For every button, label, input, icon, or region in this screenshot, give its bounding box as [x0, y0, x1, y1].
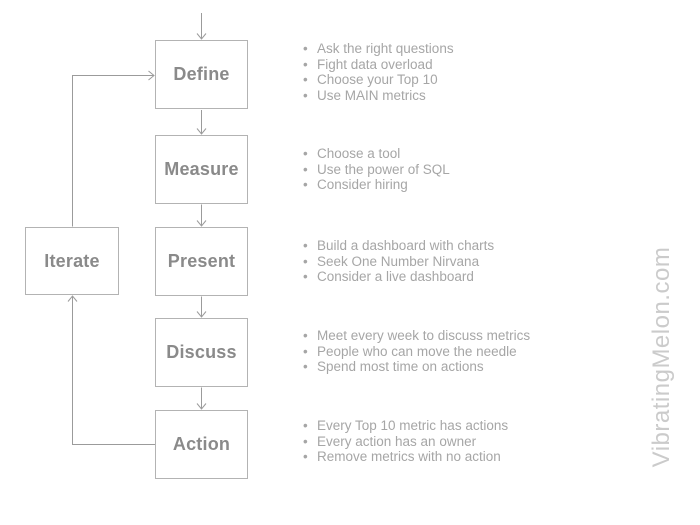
- bullet-text: Seek One Number Nirvana: [317, 253, 480, 269]
- bullet-icon: •: [303, 418, 308, 433]
- bullet-text: Consider a live dashboard: [317, 269, 474, 284]
- bullet-icon: •: [303, 56, 308, 72]
- bullet-text: Choose a tool: [317, 146, 401, 161]
- bullet-item: • Ask the right questions: [303, 41, 643, 57]
- flow-box-action: Action: [155, 410, 248, 479]
- bullet-icon: •: [303, 433, 308, 449]
- bullet-text: Choose your Top 10: [317, 72, 438, 87]
- bullet-icon: •: [303, 177, 308, 192]
- bullet-icon: •: [303, 343, 308, 359]
- bullet-icon: •: [303, 161, 308, 177]
- bullet-icon: •: [303, 328, 308, 343]
- bullet-icon: •: [303, 41, 308, 56]
- arrowhead-down-icon: [196, 33, 207, 40]
- bullet-item: • Meet every week to discuss metrics: [303, 328, 643, 344]
- bullet-icon: •: [303, 146, 308, 161]
- bullet-item: • Use MAIN metrics: [303, 88, 643, 104]
- bullet-text: Consider hiring: [317, 177, 408, 192]
- bullet-item: • Choose a tool: [303, 146, 643, 162]
- bullet-text: Build a dashboard with charts: [317, 238, 495, 253]
- bullet-text: Fight data overload: [317, 56, 433, 72]
- arrowhead-down-icon: [196, 403, 207, 410]
- bullet-text: Use the power of SQL: [317, 161, 450, 177]
- flow-box-measure: Measure: [155, 135, 248, 204]
- bullet-text: Use MAIN metrics: [317, 87, 426, 103]
- bullet-list-discuss: • Meet every week to discuss metrics • P…: [303, 328, 643, 375]
- bullet-list-present: • Build a dashboard with charts • Seek O…: [303, 238, 643, 285]
- arrowhead-right-icon: [148, 70, 155, 81]
- bullet-text: Every action has an owner: [317, 433, 477, 449]
- bullet-item: • People who can move the needle: [303, 344, 643, 360]
- loop-line-action-iterate: [72, 297, 155, 445]
- bullet-icon: •: [303, 269, 308, 284]
- bullet-item: • Seek One Number Nirvana: [303, 254, 643, 270]
- bullet-item: • Spend most time on actions: [303, 359, 643, 375]
- bullet-list-define: • Ask the right questions • Fight data o…: [303, 41, 643, 103]
- flow-box-label: Present: [167, 251, 236, 271]
- flow-box-label: Discuss: [166, 342, 237, 362]
- bullet-text: People who can move the needle: [317, 343, 517, 359]
- flow-box-define: Define: [155, 40, 248, 109]
- bullet-icon: •: [303, 359, 308, 374]
- loop-line-iterate-define: [72, 75, 154, 227]
- bullet-item: • Choose your Top 10: [303, 72, 643, 88]
- bullet-text: Spend most time on actions: [317, 359, 484, 374]
- arrowhead-down-icon: [196, 311, 207, 318]
- bullet-icon: •: [303, 238, 308, 253]
- flow-box-iterate: Iterate: [25, 227, 119, 295]
- bullet-item: • Build a dashboard with charts: [303, 238, 643, 254]
- flow-box-discuss: Discuss: [155, 318, 248, 387]
- bullet-text: Meet every week to discuss metrics: [317, 328, 531, 343]
- bullet-icon: •: [303, 253, 308, 269]
- flow-box-label: Action: [172, 434, 231, 454]
- bullet-list-measure: • Choose a tool • Use the power of SQL •…: [303, 146, 643, 193]
- bullet-item: • Every Top 10 metric has actions: [303, 418, 643, 434]
- flow-box-label: Measure: [164, 159, 239, 179]
- arrowhead-down-icon: [196, 220, 207, 227]
- arrowhead-down-icon: [196, 128, 207, 135]
- bullet-item: • Remove metrics with no action: [303, 449, 643, 465]
- bullet-text: Ask the right questions: [317, 41, 454, 56]
- watermark: VibratingMelon.com: [648, 246, 675, 468]
- flow-box-label: Define: [173, 64, 230, 84]
- bullet-text: Every Top 10 metric has actions: [317, 418, 509, 433]
- bullet-icon: •: [303, 72, 308, 87]
- bullet-text: Remove metrics with no action: [317, 449, 501, 464]
- bullet-icon: •: [303, 87, 308, 103]
- bullet-item: • Use the power of SQL: [303, 162, 643, 178]
- bullet-item: • Every action has an owner: [303, 434, 643, 450]
- bullet-item: • Consider a live dashboard: [303, 269, 643, 285]
- bullet-icon: •: [303, 449, 308, 464]
- flow-box-present: Present: [155, 227, 248, 296]
- bullet-item: • Consider hiring: [303, 177, 643, 193]
- flow-box-label: Iterate: [44, 250, 100, 271]
- bullet-item: • Fight data overload: [303, 57, 643, 73]
- arrowhead-up-icon: [67, 295, 78, 302]
- bullet-list-action: • Every Top 10 metric has actions • Ever…: [303, 418, 643, 465]
